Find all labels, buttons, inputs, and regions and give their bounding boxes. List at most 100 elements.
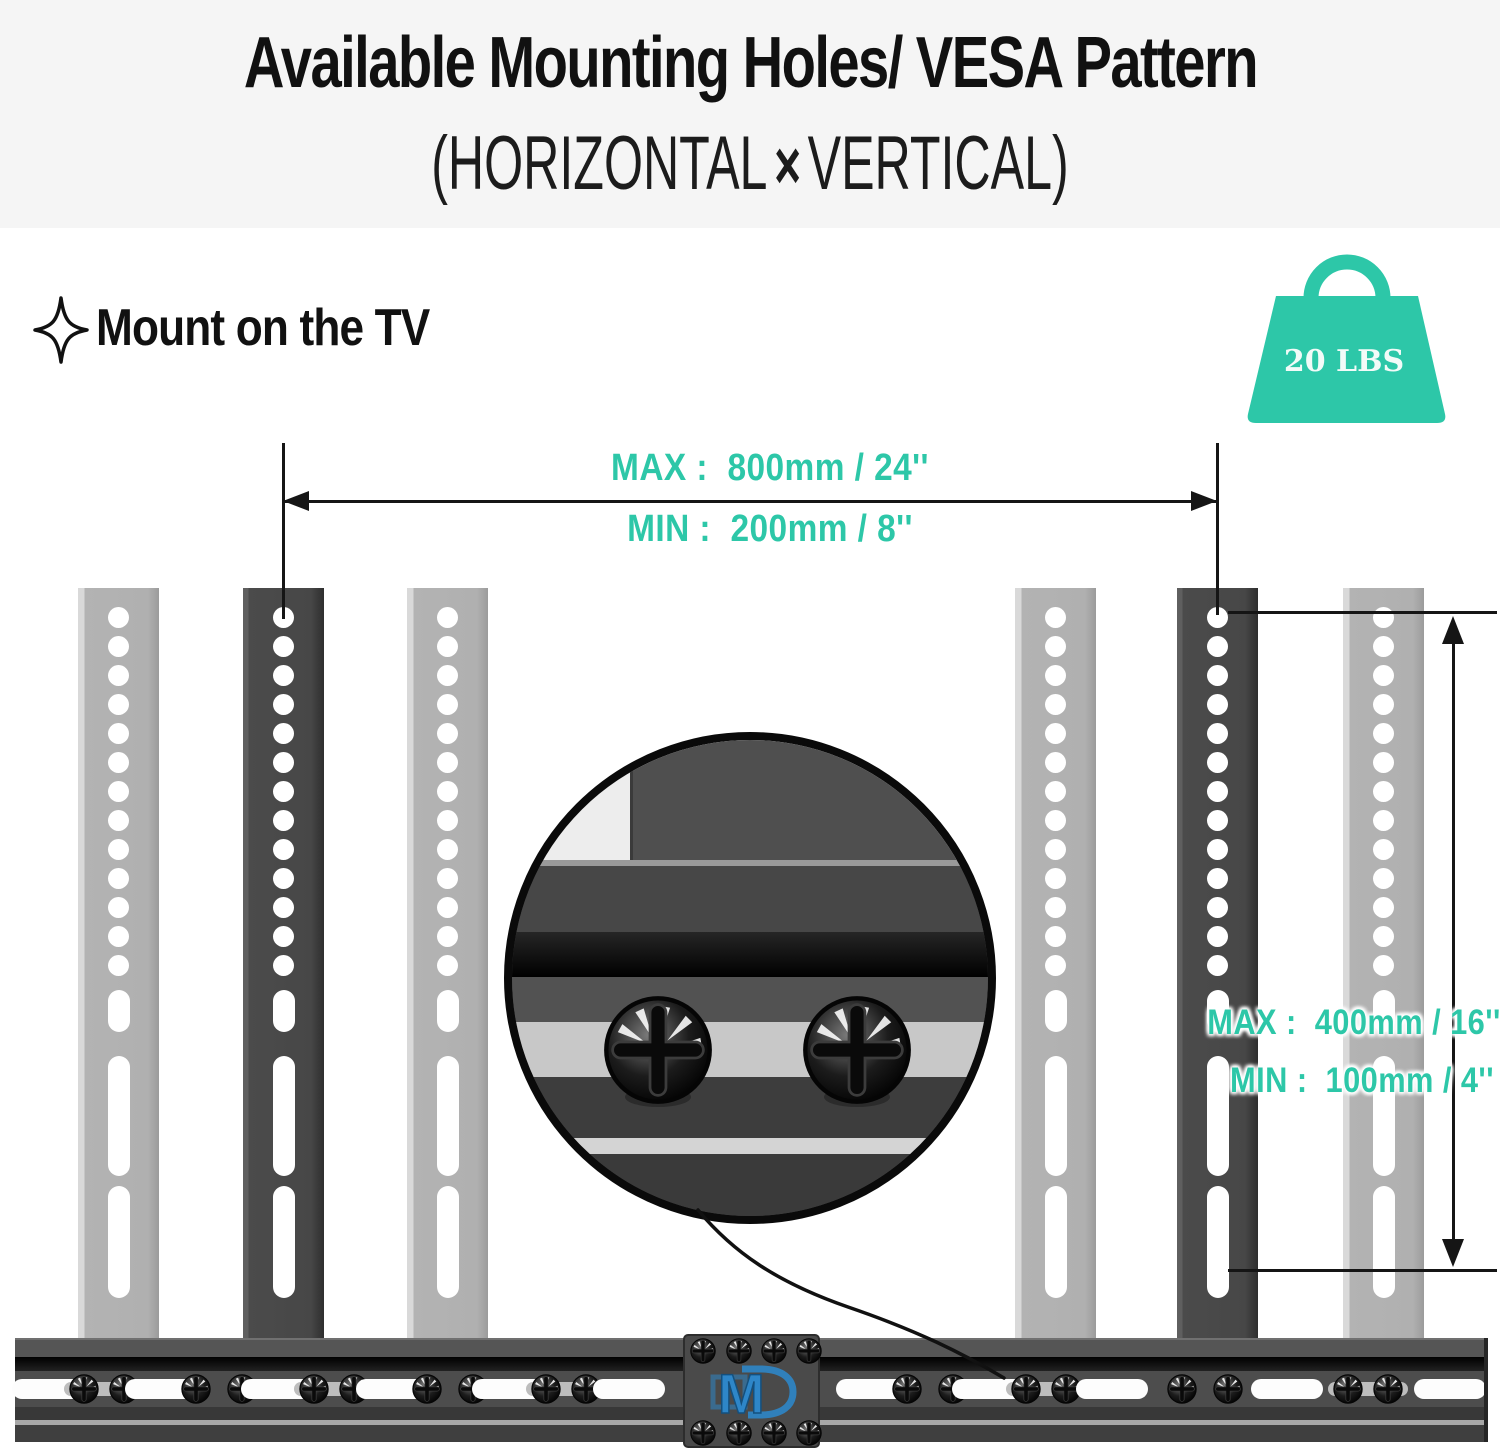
mounting-hole	[108, 925, 129, 947]
mounting-hole	[1373, 751, 1394, 773]
vdim-max-label: MAX : 400mm / 16''	[1207, 1003, 1500, 1042]
rail-slot	[1414, 1379, 1486, 1399]
mounting-slot	[1372, 990, 1395, 1032]
mounting-hole	[1207, 838, 1228, 860]
mounting-hole	[1045, 809, 1066, 831]
page-title: Available Mounting Holes/ VESA Pattern	[243, 23, 1258, 103]
hdim-min-label: MIN : 200mm / 8''	[627, 508, 913, 550]
mounting-hole	[1207, 780, 1228, 802]
mounting-hole	[273, 722, 294, 744]
phillips-screw-icon	[802, 995, 912, 1105]
mounting-hole	[1373, 722, 1394, 744]
mounting-hole	[1373, 809, 1394, 831]
subtitle-right: VERTICAL)	[807, 121, 1069, 206]
mounting-hole	[273, 925, 294, 947]
phillips-screw-icon	[299, 1374, 329, 1404]
mounting-hole	[1045, 838, 1066, 860]
mounting-hole	[273, 954, 294, 976]
vesa-rail	[1177, 588, 1258, 1340]
mounting-slot	[1206, 1186, 1229, 1298]
brand-logo: M	[710, 1362, 797, 1422]
logo-plate: M	[683, 1334, 820, 1448]
mounting-hole	[437, 722, 458, 744]
mounting-slot	[107, 1056, 130, 1176]
mounting-hole	[1045, 954, 1066, 976]
mounting-hole	[108, 780, 129, 802]
mounting-hole	[1045, 722, 1066, 744]
mounting-hole	[437, 751, 458, 773]
hdim-line	[283, 500, 1217, 503]
phillips-screw-icon	[761, 1420, 787, 1446]
mounting-slot	[436, 1056, 459, 1176]
phillips-screw-icon	[761, 1338, 787, 1364]
mounting-hole	[1373, 635, 1394, 657]
multiply-icon: ×	[774, 126, 802, 204]
mounting-hole	[273, 838, 294, 860]
mounting-hole	[108, 606, 129, 628]
phillips-screw-icon	[690, 1420, 716, 1446]
mounting-hole	[1045, 896, 1066, 918]
mounting-hole	[273, 693, 294, 715]
mounting-slot	[107, 1186, 130, 1298]
mounting-slot	[1044, 1186, 1067, 1298]
mounting-hole	[437, 693, 458, 715]
vesa-rail	[78, 588, 159, 1340]
mounting-hole	[1045, 664, 1066, 686]
mounting-hole	[108, 954, 129, 976]
mounting-hole	[437, 606, 458, 628]
mounting-hole	[1207, 664, 1228, 686]
rail-slot	[952, 1379, 1024, 1399]
mounting-hole	[1207, 722, 1228, 744]
mounting-hole	[1373, 664, 1394, 686]
mounting-slot	[1372, 1186, 1395, 1298]
phillips-screw-icon	[603, 995, 713, 1105]
weight-badge-icon	[1247, 254, 1446, 423]
mounting-hole	[108, 635, 129, 657]
mounting-slot	[1044, 990, 1067, 1032]
phillips-screw-icon	[1333, 1374, 1363, 1404]
vesa-rail	[407, 588, 488, 1340]
mounting-slot	[436, 1186, 459, 1298]
mounting-slot	[107, 990, 130, 1032]
mounting-hole	[108, 809, 129, 831]
mounting-slot	[1206, 990, 1229, 1032]
mounting-hole	[108, 838, 129, 860]
hdim-tick-right	[1216, 443, 1219, 615]
mounting-hole	[1373, 896, 1394, 918]
vesa-rail	[243, 588, 324, 1340]
phillips-screw-icon	[726, 1338, 752, 1364]
mounting-hole	[1207, 809, 1228, 831]
mounting-hole	[273, 867, 294, 889]
mounting-hole	[273, 751, 294, 773]
mounting-hole	[1373, 693, 1394, 715]
phillips-screw-icon	[726, 1420, 752, 1446]
mounting-slot	[1044, 1056, 1067, 1176]
mounting-hole	[1045, 606, 1066, 628]
vdim-min-label: MIN : 100mm / 4''	[1230, 1061, 1494, 1100]
mounting-hole	[1045, 925, 1066, 947]
mounting-hole	[437, 867, 458, 889]
mounting-hole	[1207, 751, 1228, 773]
vdim-ref-top	[1228, 611, 1497, 614]
mounting-hole	[437, 896, 458, 918]
mounting-hole	[108, 896, 129, 918]
mounting-hole	[437, 838, 458, 860]
tv-back-panel	[512, 740, 988, 860]
mounting-hole	[1207, 954, 1228, 976]
hdim-arrow-left	[283, 491, 309, 511]
mounting-hole	[1045, 751, 1066, 773]
mounting-hole	[108, 693, 129, 715]
rail-slot	[356, 1379, 428, 1399]
mounting-hole	[1373, 606, 1394, 628]
mounting-hole	[108, 722, 129, 744]
mounting-slot	[272, 990, 295, 1032]
mounting-hole	[108, 664, 129, 686]
phillips-screw-icon	[69, 1374, 99, 1404]
mounting-hole	[1373, 838, 1394, 860]
mounting-hole	[437, 635, 458, 657]
rail-slot	[836, 1379, 908, 1399]
phillips-screw-icon	[181, 1374, 211, 1404]
phillips-screw-icon	[1167, 1374, 1197, 1404]
mounting-hole	[273, 809, 294, 831]
